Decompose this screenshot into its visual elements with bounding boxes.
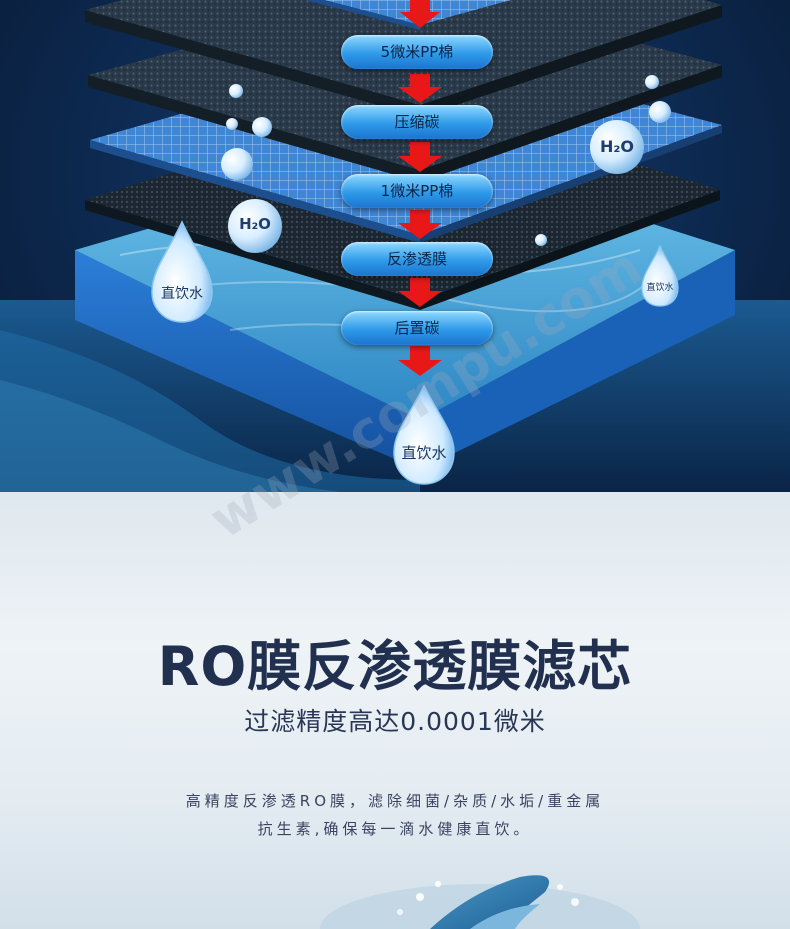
stage-label-ro-membrane: 反渗透膜 bbox=[341, 242, 493, 276]
water-drop-icon bbox=[393, 384, 455, 485]
water-bubble-icon bbox=[221, 75, 671, 253]
drop-label-left: 直饮水 bbox=[161, 286, 203, 302]
stage-label-pp-5um: 5微米PP棉 bbox=[341, 35, 493, 69]
drop-label-right: 直饮水 bbox=[646, 283, 674, 293]
description-line-2: 抗生素,确保每一滴水健康直饮。 bbox=[257, 820, 533, 838]
drop-label-bottom: 直饮水 bbox=[401, 444, 447, 462]
water-drop-icon bbox=[641, 244, 679, 307]
h2o-label-left: H₂O bbox=[239, 215, 271, 233]
filter-layers-illustration: 5微米PP棉 压缩碳 1微米PP棉 反渗透膜 后置碳 直饮水 直饮水 直饮水 H… bbox=[0, 0, 790, 492]
stage-label-compressed-carbon: 压缩碳 bbox=[341, 105, 493, 139]
page-title: RO膜反渗透膜滤芯 bbox=[157, 635, 633, 698]
stage-label-post-carbon: 后置碳 bbox=[341, 311, 493, 345]
description-line-1: 高精度反渗透RO膜，滤除细菌/杂质/水垢/重金属 bbox=[185, 792, 605, 810]
water-drop-icon bbox=[151, 220, 213, 323]
h2o-label-right: H₂O bbox=[600, 137, 634, 156]
page-subtitle: 过滤精度高达0.0001微米 bbox=[244, 707, 546, 736]
water-splash-graphic bbox=[320, 875, 640, 929]
stage-label-pp-1um: 1微米PP棉 bbox=[341, 174, 493, 208]
product-description-section: RO膜反渗透膜滤芯 过滤精度高达0.0001微米 高精度反渗透RO膜，滤除细菌/… bbox=[0, 492, 790, 929]
flow-arrow-icon bbox=[398, 0, 442, 376]
